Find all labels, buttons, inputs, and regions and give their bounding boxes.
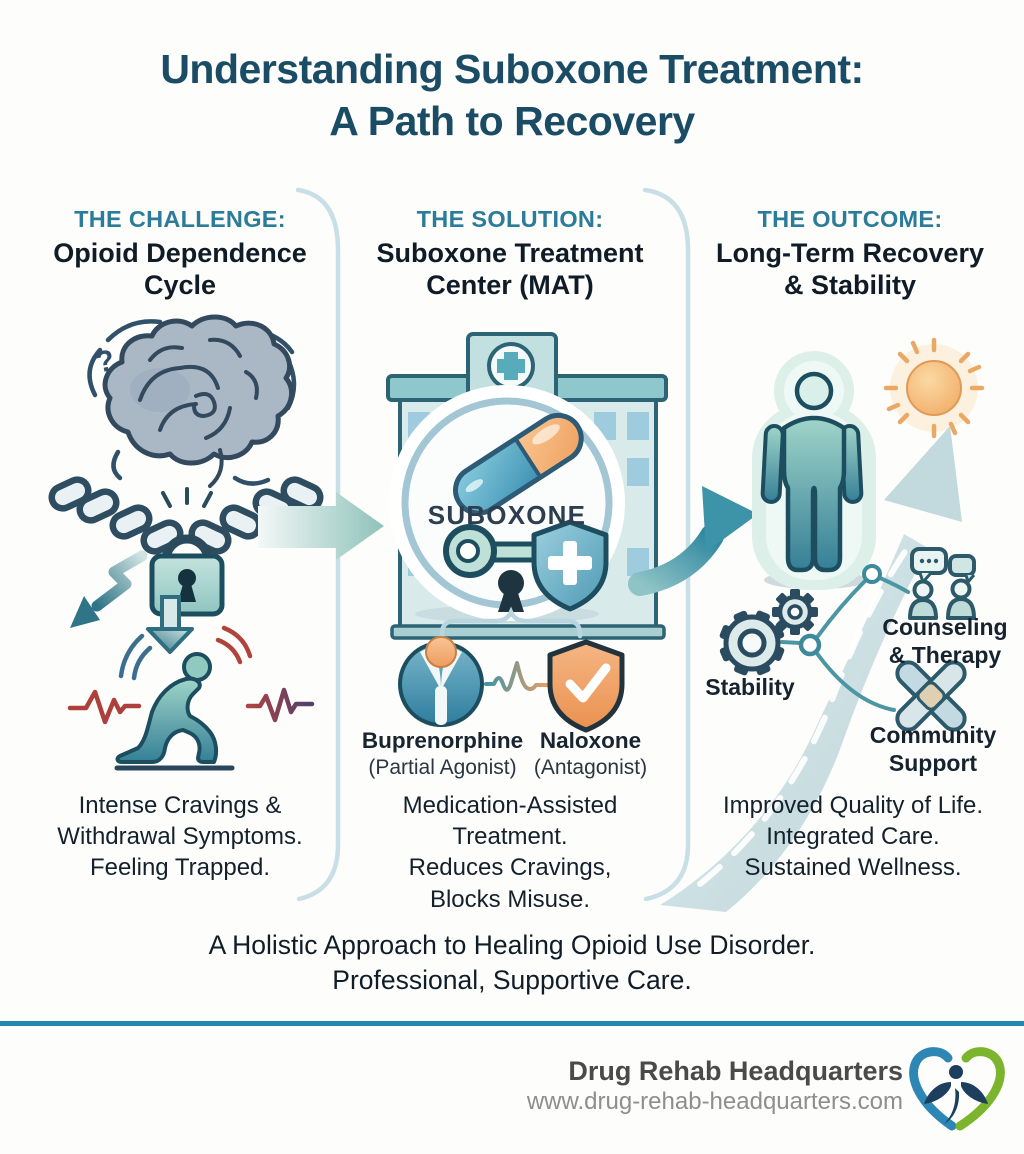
brand-logo-heart-icon (909, 1047, 1005, 1131)
flow-arrow-1 (258, 492, 384, 560)
stability-label: Stability (705, 674, 795, 700)
naloxone-detail: (Antagonist) (533, 756, 648, 780)
medical-cross-icon (487, 342, 535, 390)
brand-website: www.drug-rehab-headquarters.com (526, 1088, 903, 1115)
solution-caption: Medication-Assisted Treatment. Reduces C… (402, 792, 618, 913)
spark-lines (161, 487, 213, 508)
heartbeat-line-left (67, 689, 142, 725)
gears-icon (719, 589, 818, 676)
down-arrow-icon (146, 595, 194, 654)
challenge-heading: Opioid Dependence Cycle (53, 238, 307, 300)
distressed-person-icon (114, 625, 253, 771)
column-solution-header: THE SOLUTION: Suboxone Treatment Center … (360, 206, 660, 302)
column-outcome-header: THE OUTCOME: Long-Term Recovery & Stabil… (690, 206, 1010, 302)
buprenorphine-name: Buprenorphine (361, 728, 524, 753)
flow-arrow-2 (628, 486, 758, 596)
infographic-title: Understanding Suboxone Treatment: A Path… (160, 46, 864, 144)
sun-icon (883, 337, 985, 439)
receptor-icon (398, 636, 484, 727)
column-challenge-header: THE CHALLENGE: Opioid Dependence Cycle (30, 206, 330, 302)
footer-rule (0, 1021, 1024, 1026)
solution-heading: Suboxone Treatment Center (MAT) (376, 238, 644, 300)
road-arrow-icon (660, 426, 962, 912)
bracket-connector (439, 606, 583, 639)
outcome-heading: Long-Term Recovery & Stability (715, 238, 985, 300)
community-hands-icon (895, 660, 967, 732)
tagline: A Holistic Approach to Healing Opioid Us… (208, 930, 816, 995)
challenge-caption: Intense Cravings & Withdrawal Symptoms. … (57, 792, 303, 882)
pill-capsule-icon (453, 412, 584, 516)
naloxone-name: Naloxone (539, 728, 642, 753)
outcome-kicker: THE OUTCOME: (757, 206, 943, 232)
check-shield-icon (547, 639, 625, 733)
counseling-people-icon (908, 547, 976, 620)
brain-scribble-icon: ? (87, 314, 297, 488)
divider-left (295, 187, 341, 902)
suboxone-pill-label: SUBOXONE (427, 500, 587, 530)
keyhole-icon (498, 570, 524, 612)
buprenorphine-detail: (Partial Agonist) (368, 756, 517, 780)
cross-shield-icon (531, 519, 609, 612)
outcome-caption: Improved Quality of Life. Integrated Car… (722, 792, 984, 882)
ekg-wave-icon (484, 661, 552, 692)
community-label: Community Support (869, 722, 997, 776)
naloxone-label: Naloxone (Antagonist) (508, 727, 673, 780)
solution-kicker: THE SOLUTION: (416, 206, 604, 232)
connector-node-1 (798, 633, 822, 657)
buprenorphine-label: Buprenorphine (Partial Agonist) (360, 727, 525, 780)
connector-node-2 (862, 564, 882, 584)
challenge-kicker: THE CHALLENGE: (74, 206, 286, 232)
counseling-label: Counseling & Therapy (882, 614, 1008, 668)
node-connectors (780, 576, 910, 712)
recovery-person-icon (752, 351, 876, 590)
brand-name: Drug Rehab Headquarters (568, 1056, 903, 1086)
heartbeat-line-right (245, 687, 315, 723)
zigzag-arrow-icon (70, 550, 148, 628)
